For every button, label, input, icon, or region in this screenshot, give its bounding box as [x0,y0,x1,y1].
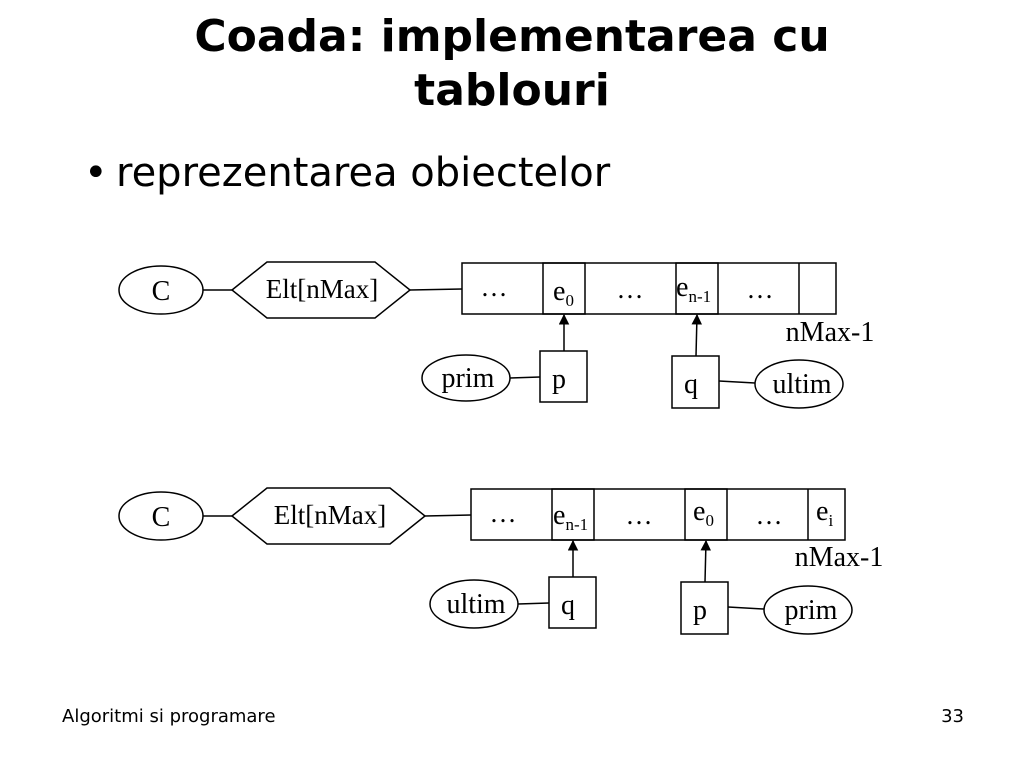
element-e0-label: e0 [693,496,714,530]
pointer-arrow [700,539,712,583]
ellipsis-text: … [756,500,783,530]
element-en-1-label: en-1 [676,272,711,306]
connector-line [517,602,550,605]
type-label: Elt[nMax] [274,500,386,530]
connector-line [718,380,756,384]
ellipsis-text: … [617,274,644,304]
page-number: 33 [941,706,964,727]
footer-course-name: Algoritmi si programare [62,706,276,727]
bullet-text: reprezentarea obiectelor [116,150,611,196]
title-line-1: Coada: implementarea cu [194,11,830,62]
prim-ellipse [763,585,853,635]
slide-title: Coada: implementarea cu tablouri [0,10,1024,118]
p-label: p [693,595,707,626]
connector-line [509,376,541,379]
ellipsis-text: … [490,498,517,528]
diagram-2: C Elt[nMax] … en-1 … e0 … ei nMax-1 q ul… [118,487,884,635]
p-label: p [552,364,566,395]
q-box [671,355,720,409]
nmax-label: nMax-1 [786,317,875,348]
ultim-ellipse [754,359,844,409]
bullet-dot-icon: • [84,150,108,196]
type-label: Elt[nMax] [266,274,378,304]
prim-label: prim [442,363,495,394]
connector-line [409,288,463,291]
queue-c-label: C [152,276,171,307]
element-en-1-label: en-1 [553,500,588,534]
queue-c-label: C [152,502,171,533]
prim-label: prim [785,595,838,626]
connector-line [727,606,765,610]
title-line-2: tablouri [414,65,610,116]
q-label: q [684,369,698,400]
connector-line [424,514,472,517]
ultim-label: ultim [772,369,831,400]
ellipsis-text: … [747,274,774,304]
diagram-1: C Elt[nMax] … e0 … en-1 … nMax-1 p prim … [118,261,875,409]
p-box [680,581,729,635]
array-box [461,262,837,315]
element-ei-label: ei [816,496,833,530]
nmax-label: nMax-1 [795,542,884,573]
ultim-label: ultim [446,589,505,620]
array-box [470,488,846,541]
ellipsis-text: … [481,272,508,302]
element-e0-label: e0 [553,276,574,310]
bullet-item: •reprezentarea obiectelor [84,150,610,196]
ellipsis-text: … [626,500,653,530]
pointer-arrow [691,313,703,357]
q-label: q [561,590,575,621]
